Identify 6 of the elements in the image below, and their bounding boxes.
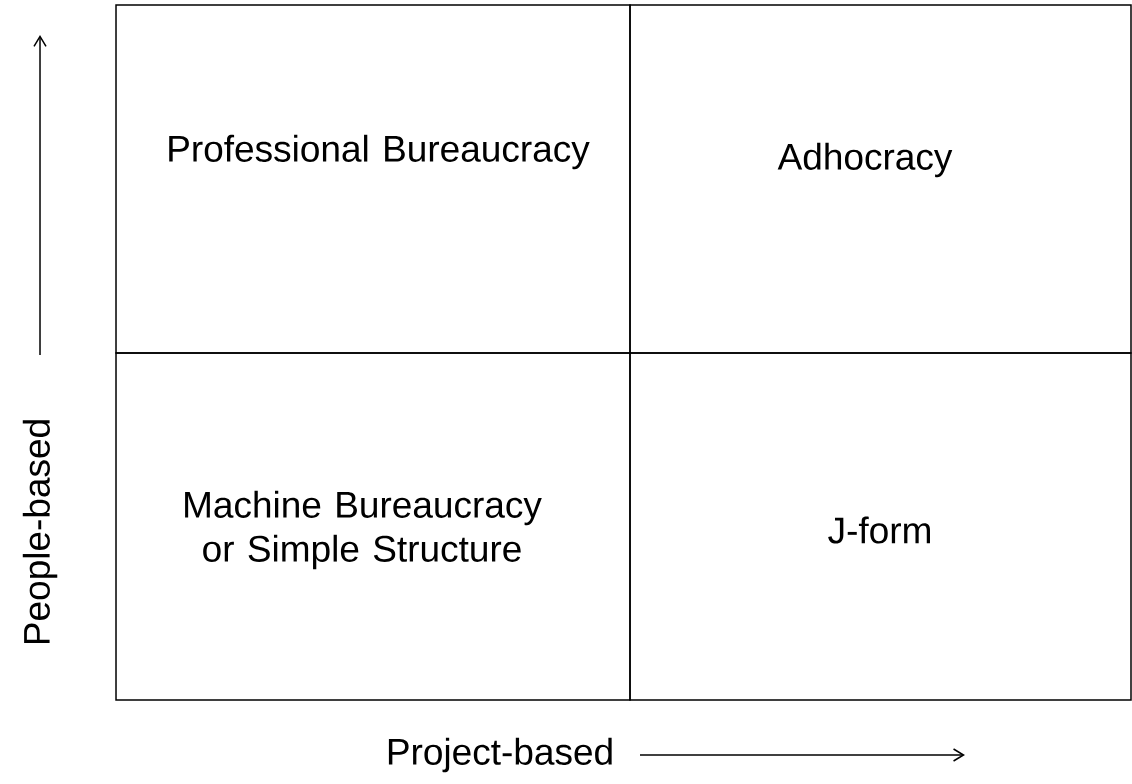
axis-label: People-based	[22, 420, 58, 644]
quadrant-box: J-form	[629, 352, 1132, 701]
axis-label: Project-based	[388, 737, 612, 773]
quadrant-box: Professional Bureaucracy	[115, 4, 631, 354]
quadrant-box: Adhocracy	[629, 4, 1132, 354]
quadrant-box: Machine Bureaucracy or Simple Structure	[115, 352, 631, 701]
